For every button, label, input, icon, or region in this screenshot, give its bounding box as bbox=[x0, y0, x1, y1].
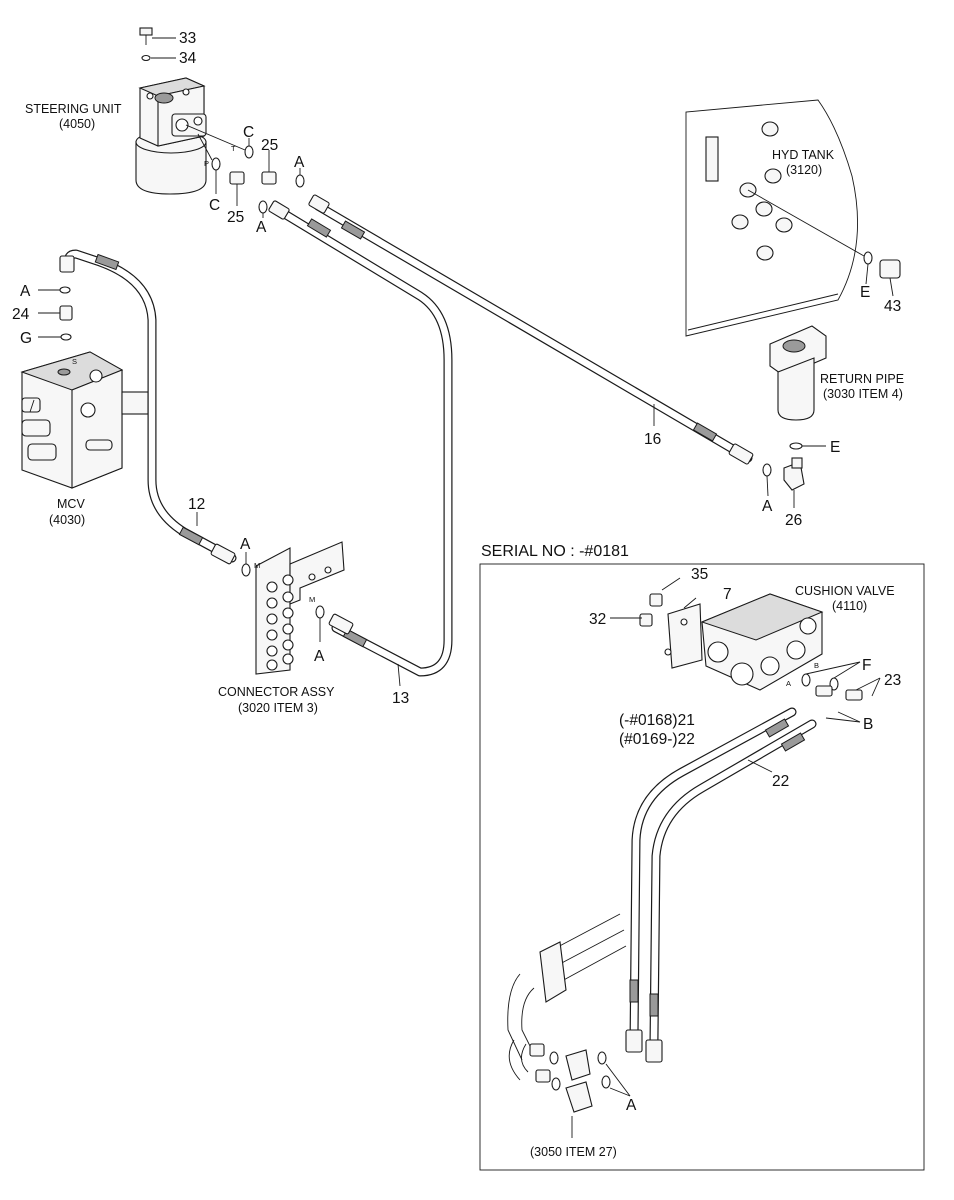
callout-26: 26 bbox=[785, 512, 802, 529]
callout-b: B bbox=[863, 716, 873, 733]
hyd-tank bbox=[685, 99, 901, 337]
return-pipe-label: RETURN PIPE bbox=[820, 372, 904, 386]
oring-c-lower bbox=[211, 157, 221, 171]
serial-heading: SERIAL NO : -#0181 bbox=[481, 543, 629, 560]
callout-16: 16 bbox=[644, 431, 661, 448]
oring-a-top2 bbox=[258, 200, 268, 214]
oring-c-upper bbox=[244, 145, 254, 159]
connector-assy-label: CONNECTOR ASSY bbox=[218, 685, 335, 699]
fitting-25-lower bbox=[229, 171, 245, 185]
cushion-valve: A B bbox=[639, 593, 863, 701]
callout-c-lower: C bbox=[209, 197, 220, 214]
callout-a-elbow: A bbox=[762, 498, 773, 515]
oring-a-mcv bbox=[59, 286, 71, 294]
oil-cooler bbox=[507, 913, 627, 1113]
callout-24: 24 bbox=[12, 306, 30, 323]
oring-a-conn-upper bbox=[241, 563, 251, 577]
callout-leaders bbox=[38, 37, 894, 1138]
port-s-label: S bbox=[72, 357, 77, 366]
bolt-33 bbox=[139, 27, 153, 36]
callout-a-conn-lower: A bbox=[314, 648, 325, 665]
callout-25-lower: 25 bbox=[227, 209, 244, 226]
serial-box: A B bbox=[479, 563, 925, 1171]
bolt-32 bbox=[639, 613, 653, 627]
fitting-25-upper bbox=[261, 171, 277, 185]
oring-a-elbow bbox=[762, 463, 772, 477]
steering-unit: T P bbox=[135, 27, 305, 214]
fitting-24 bbox=[59, 305, 73, 321]
cushion-valve-ref: (4110) bbox=[832, 599, 867, 613]
port-a-label: A bbox=[786, 679, 791, 688]
callout-f: F bbox=[862, 657, 871, 674]
item-27-ref: (3050 ITEM 27) bbox=[530, 1145, 617, 1159]
hoses-main bbox=[59, 194, 805, 677]
callout-34: 34 bbox=[179, 50, 197, 67]
plug-43 bbox=[879, 259, 901, 279]
return-pipe-ref: (3030 ITEM 4) bbox=[823, 387, 903, 401]
oring-e-return bbox=[789, 442, 803, 450]
callout-a-top: A bbox=[294, 154, 305, 171]
callout-35: 35 bbox=[691, 566, 708, 583]
mcv: S bbox=[20, 286, 149, 489]
bolt-35 bbox=[649, 593, 663, 607]
callout-22: 22 bbox=[772, 773, 789, 790]
mcv-label: MCV bbox=[57, 497, 85, 511]
callout-32: 32 bbox=[589, 611, 606, 628]
callout-43: 43 bbox=[884, 298, 901, 315]
callout-13: 13 bbox=[392, 690, 409, 707]
callout-7: 7 bbox=[723, 586, 732, 603]
labels: 33 34 STEERING UNIT (4050) C C 25 25 A A… bbox=[12, 30, 904, 1159]
serial-frame bbox=[479, 563, 925, 1171]
callout-12: 12 bbox=[188, 496, 205, 513]
connector-assy-ref: (3020 ITEM 3) bbox=[238, 701, 318, 715]
oring-a-conn-lower bbox=[315, 605, 325, 619]
callout-a-cooler: A bbox=[626, 1097, 637, 1114]
callout-23: 23 bbox=[884, 672, 901, 689]
callout-e-return: E bbox=[830, 439, 840, 456]
callout-a-mcv: A bbox=[20, 283, 31, 300]
oring-g-mcv bbox=[60, 333, 72, 341]
hyd-tank-ref: (3120) bbox=[786, 163, 822, 177]
port-b-label: B bbox=[814, 661, 819, 670]
steering-unit-label: STEERING UNIT bbox=[25, 102, 122, 116]
connector-assy: M M bbox=[241, 541, 345, 675]
callout-22-serial: (#0169-)22 bbox=[619, 731, 695, 748]
callout-g-mcv: G bbox=[20, 330, 32, 347]
callout-33: 33 bbox=[179, 30, 196, 47]
port-m-label-upper: M bbox=[254, 561, 260, 570]
callout-a-conn-upper: A bbox=[240, 536, 251, 553]
hyd-tank-label: HYD TANK bbox=[772, 148, 835, 162]
callout-e-tank: E bbox=[860, 284, 870, 301]
cushion-valve-label: CUSHION VALVE bbox=[795, 584, 895, 598]
oring-e-tank bbox=[863, 251, 873, 265]
oring-a-top bbox=[295, 174, 305, 188]
port-m-label-lower: M bbox=[309, 595, 315, 604]
callout-a-top2: A bbox=[256, 219, 267, 236]
callout-21: (-#0168)21 bbox=[619, 712, 695, 729]
return-pipe bbox=[769, 325, 827, 450]
port-p-label: P bbox=[204, 159, 209, 168]
callout-25-upper: 25 bbox=[261, 137, 278, 154]
callout-c-upper: C bbox=[243, 124, 254, 141]
washer-34 bbox=[141, 54, 151, 62]
steering-unit-ref: (4050) bbox=[59, 117, 95, 131]
port-t-label: T bbox=[231, 144, 236, 153]
mcv-ref: (4030) bbox=[49, 513, 85, 527]
